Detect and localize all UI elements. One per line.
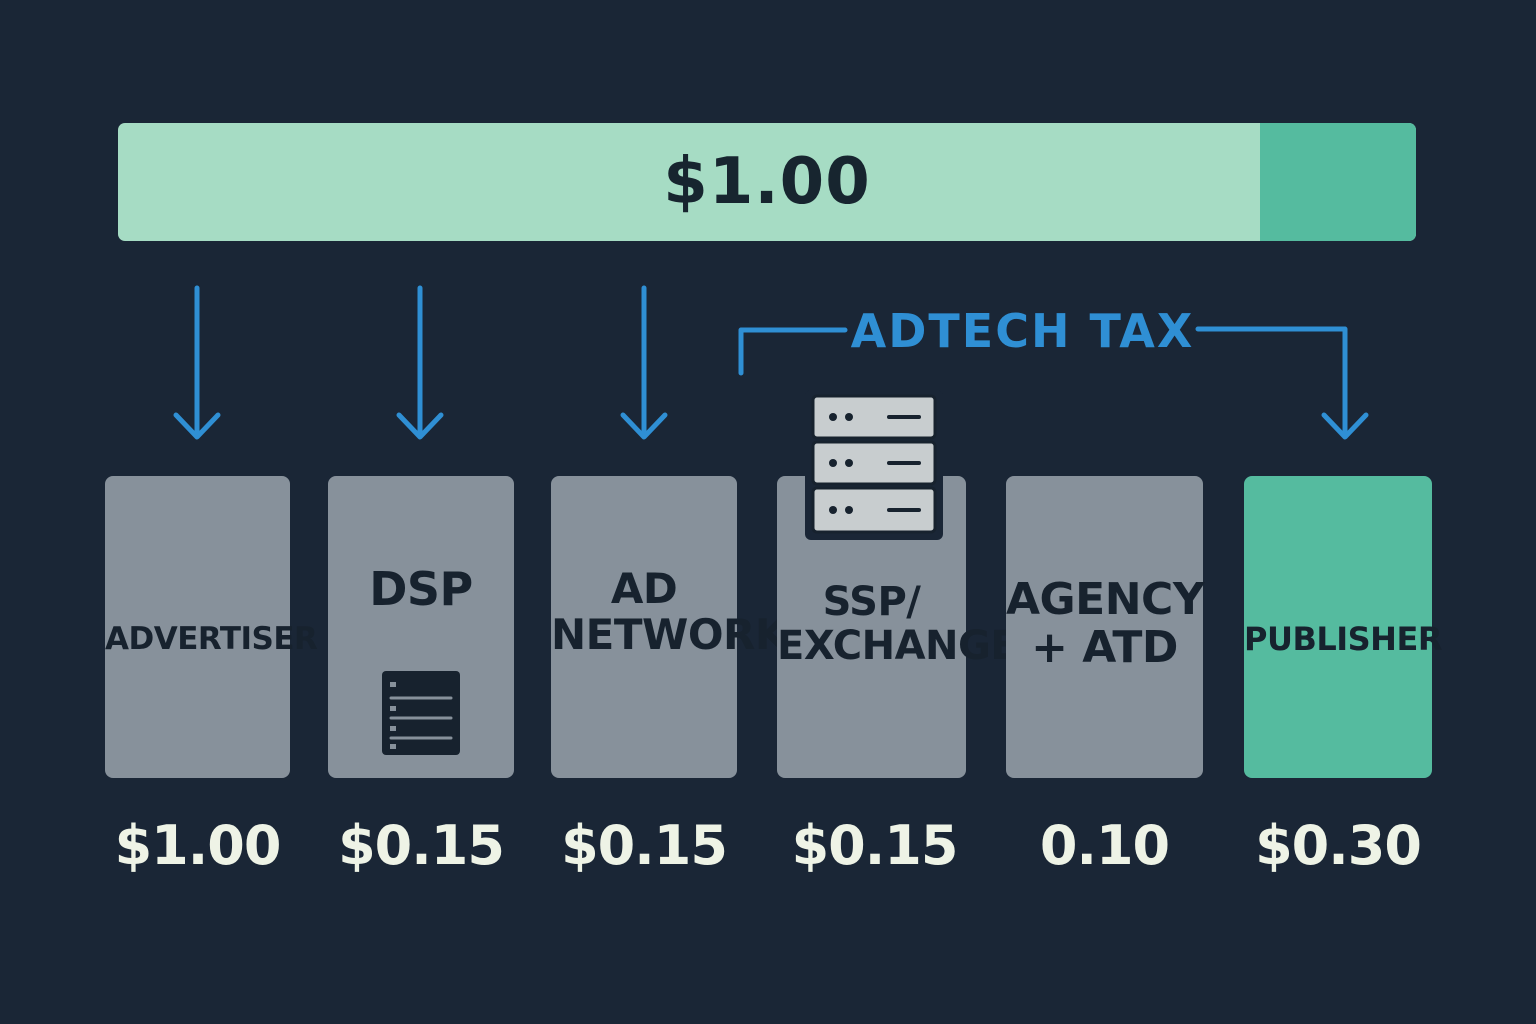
stage-publisher: PUBLISHER	[1244, 476, 1442, 778]
stage-label: DSP	[369, 562, 473, 616]
stage-ad-network: AD NETWORK	[551, 476, 787, 778]
arrow-to-advertiser	[173, 285, 221, 440]
amount-dsp: $0.15	[338, 813, 505, 877]
arrow-to-ad-network	[620, 285, 668, 440]
amount-ssp-exchange: $0.15	[791, 813, 959, 877]
arrow-to-dsp	[396, 285, 444, 440]
amount-ad-network: $0.15	[561, 813, 728, 877]
server-stack-icon	[805, 390, 943, 540]
adtech-tax-bracket	[738, 326, 1369, 440]
stage-label: PUBLISHER	[1244, 620, 1442, 658]
total-amount: $1.00	[663, 145, 871, 219]
amount-advertiser: $1.00	[114, 813, 282, 877]
amount-agency-atd: 0.10	[1039, 813, 1170, 877]
adtech-tax-label: ADTECH TAX	[850, 300, 1195, 362]
total-bar-highlight	[1260, 123, 1416, 241]
amount-publisher: $0.30	[1255, 813, 1422, 877]
stage-dsp: DSP	[328, 476, 514, 778]
server-rack-icon	[382, 671, 460, 755]
stage-label: AGENCY + ATD	[1006, 574, 1205, 674]
stage-advertiser: ADVERTISER	[105, 476, 318, 778]
stage-label: SSP/ EXCHANGE	[777, 579, 1018, 669]
stage-label: ADVERTISER	[105, 621, 318, 657]
stage-label: AD NETWORK	[551, 564, 787, 660]
stage-agency-atd: AGENCY + ATD	[1006, 476, 1205, 778]
total-bar: $1.00	[118, 123, 1416, 241]
